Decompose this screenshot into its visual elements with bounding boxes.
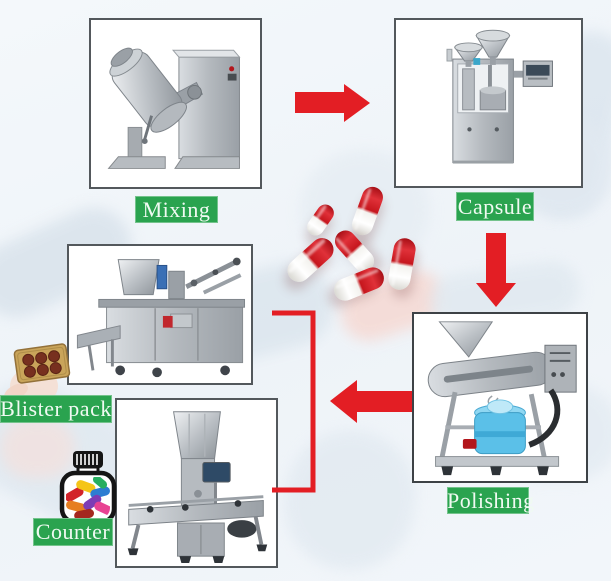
polishing-label-text: Polishing xyxy=(447,488,535,513)
polishing-machine-image xyxy=(412,312,588,483)
polishing-machine-drawing xyxy=(427,321,577,476)
counter-machine-drawing xyxy=(127,411,268,563)
capsule-machine-image xyxy=(394,18,583,188)
blister-pack-label-text: Blister pack xyxy=(0,396,112,421)
blister-pack-label: Blister pack xyxy=(0,395,112,423)
blister-machine-image xyxy=(67,244,253,385)
capsule-machine-drawing xyxy=(446,29,553,164)
bg-pill-shape xyxy=(0,418,75,478)
mixing-label: Mixing xyxy=(135,196,218,223)
counter-label-text: Counter xyxy=(35,519,111,544)
counter-label: Counter xyxy=(33,518,113,546)
bg-pill-shape xyxy=(273,419,427,581)
arrow-mixing-to-capsule xyxy=(295,84,370,122)
mixing-label-text: Mixing xyxy=(142,197,211,222)
mixing-machine-drawing xyxy=(107,47,241,169)
capsule-label-text: Capsule xyxy=(457,194,533,219)
pill-bottle-icon xyxy=(59,451,117,524)
mixing-machine-image xyxy=(89,18,262,189)
counter-machine-image xyxy=(115,398,278,568)
blister-machine-drawing xyxy=(76,257,246,378)
capsule-label: Capsule xyxy=(456,192,534,221)
arrow-polishing-to-packaging xyxy=(330,380,412,423)
polishing-label: Polishing xyxy=(447,487,534,514)
